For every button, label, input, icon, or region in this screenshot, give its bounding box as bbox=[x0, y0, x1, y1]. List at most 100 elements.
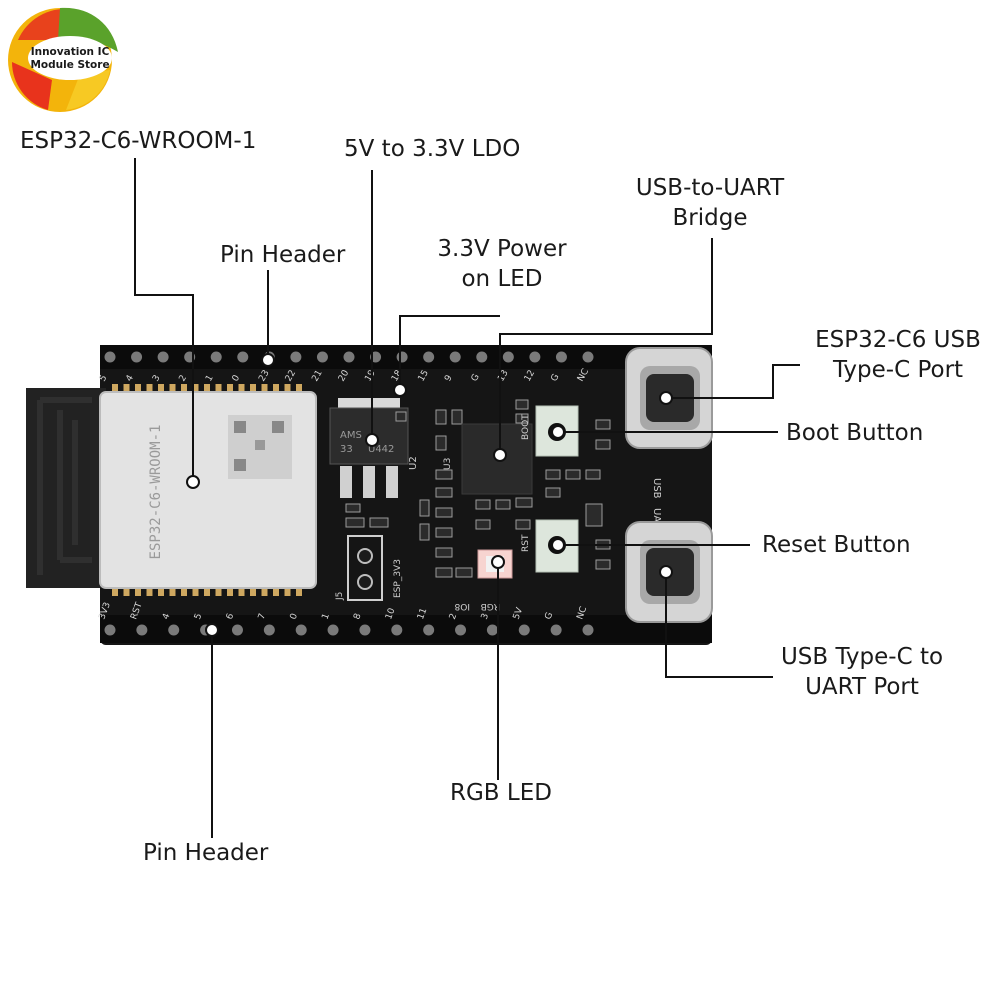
bottom-pin-hole bbox=[518, 624, 530, 636]
module-pad bbox=[204, 384, 210, 392]
bottom-pin-label: 7 bbox=[257, 612, 268, 621]
module-pad bbox=[284, 384, 291, 392]
smd-component bbox=[455, 567, 473, 578]
top-pin-hole bbox=[290, 351, 302, 363]
smd-component bbox=[475, 519, 491, 530]
module-pad bbox=[181, 384, 187, 392]
bottom-pin-label: 6 bbox=[225, 612, 236, 621]
callout-power-led-line2: on LED bbox=[461, 266, 543, 292]
esp-3v3-silkscreen: ESP_3V3 bbox=[393, 559, 403, 598]
boot-silkscreen: BOOT bbox=[521, 414, 531, 440]
smd-component bbox=[435, 469, 453, 480]
top-pin-label: 15 bbox=[417, 369, 431, 384]
smd-component bbox=[475, 499, 491, 510]
module-pad bbox=[296, 588, 302, 596]
smd-component bbox=[435, 527, 453, 538]
bottom-pin-hole bbox=[423, 624, 435, 636]
bottom-pin-hole bbox=[327, 624, 339, 636]
top-pin-hole bbox=[157, 351, 169, 363]
bottom-pin-label: 5V bbox=[512, 606, 526, 621]
top-pin-hole bbox=[476, 351, 488, 363]
bottom-pin-label: NC bbox=[575, 605, 589, 621]
module-silkscreen-name: ESP32-C6-WROOM-1 bbox=[148, 425, 164, 560]
smd-component bbox=[495, 499, 511, 510]
smd-component bbox=[419, 523, 430, 541]
usb-silkscreen: USB bbox=[651, 478, 662, 499]
bottom-pin-hole bbox=[136, 624, 148, 636]
ldo-marking-1: AMS bbox=[340, 430, 362, 441]
module-pad bbox=[227, 588, 233, 596]
leader-uart-c bbox=[665, 572, 773, 678]
esp32-c6-wroom-1-module: ESP32-C6-WROOM-1 bbox=[99, 391, 317, 589]
bottom-pin-hole bbox=[582, 624, 594, 636]
rst-silkscreen: RST bbox=[521, 534, 531, 552]
j5-jumper: J5 ESP_3V3 bbox=[335, 535, 403, 601]
top-pin-label: 12 bbox=[523, 369, 537, 384]
smd-component bbox=[515, 497, 533, 508]
endpoint-module bbox=[186, 475, 200, 489]
top-pin-hole bbox=[529, 351, 541, 363]
top-pin-label: 23 bbox=[257, 369, 271, 384]
module-pad bbox=[296, 384, 302, 392]
module-pad bbox=[215, 384, 222, 392]
module-pad bbox=[158, 588, 164, 596]
leader-module bbox=[134, 158, 194, 482]
callout-reset: Reset Button bbox=[762, 532, 911, 558]
endpoint-boot bbox=[551, 425, 565, 439]
bottom-pin-hole bbox=[455, 624, 467, 636]
callout-power-led-line1: 3.3V Power bbox=[437, 236, 567, 262]
top-pin-hole bbox=[316, 351, 328, 363]
callout-uart-c-line2: UART Port bbox=[805, 674, 919, 700]
bottom-pin-hole bbox=[486, 624, 498, 636]
io8-silkscreen: IO8 bbox=[454, 601, 470, 611]
leader-lines bbox=[134, 158, 800, 838]
store-logo: Innovation IC Module Store bbox=[8, 7, 118, 112]
smd-component bbox=[419, 499, 430, 517]
top-pin-hole bbox=[502, 351, 514, 363]
u3-silkscreen: U3 bbox=[443, 458, 453, 470]
leader-bridge bbox=[499, 238, 713, 455]
callout-usb-c-line2: Type-C Port bbox=[832, 357, 964, 383]
module-pad bbox=[123, 588, 130, 596]
u2-silkscreen: U2 bbox=[408, 456, 419, 470]
top-pin-label: G bbox=[549, 372, 561, 383]
smd-component bbox=[435, 507, 453, 518]
smd-component bbox=[595, 419, 611, 430]
top-pin-label: 3 bbox=[151, 374, 163, 384]
callout-uart-c-line1: USB Type-C to bbox=[780, 644, 944, 670]
module-pad bbox=[192, 588, 199, 596]
bottom-pin-label: 10 bbox=[384, 607, 397, 621]
ldo-marking-2: 33 bbox=[340, 444, 353, 455]
top-pin-hole bbox=[396, 351, 408, 363]
module-pad bbox=[146, 384, 153, 392]
top-pin-hole bbox=[104, 351, 116, 363]
bottom-pin-label: 11 bbox=[416, 607, 429, 621]
endpoint-reset bbox=[551, 538, 565, 552]
smd-component bbox=[515, 399, 529, 410]
module-pad bbox=[169, 588, 176, 596]
top-pin-label: 1 bbox=[204, 374, 216, 384]
smd-component bbox=[565, 469, 581, 480]
module-pad bbox=[181, 588, 187, 596]
top-pin-hole bbox=[582, 351, 594, 363]
smd-component bbox=[545, 487, 561, 498]
top-pin-label: 2 bbox=[178, 374, 190, 384]
module-pad bbox=[273, 384, 279, 392]
module-pad bbox=[261, 588, 268, 596]
callout-bridge-line1: USB-to-UART bbox=[635, 175, 785, 201]
smd-component bbox=[395, 411, 407, 422]
logo-text-line2: Module Store bbox=[30, 59, 109, 71]
module-pad bbox=[238, 384, 245, 392]
module-pad bbox=[112, 588, 118, 596]
top-pin-hole bbox=[343, 351, 355, 363]
smd-component bbox=[345, 517, 365, 528]
module-pad bbox=[169, 384, 176, 392]
bottom-pin-label: 0 bbox=[289, 612, 300, 621]
module-pad bbox=[273, 588, 279, 596]
bottom-pin-hole bbox=[168, 624, 180, 636]
top-pin-hole bbox=[449, 351, 461, 363]
leader-usb-c bbox=[666, 364, 800, 399]
bottom-pin-hole bbox=[391, 624, 403, 636]
